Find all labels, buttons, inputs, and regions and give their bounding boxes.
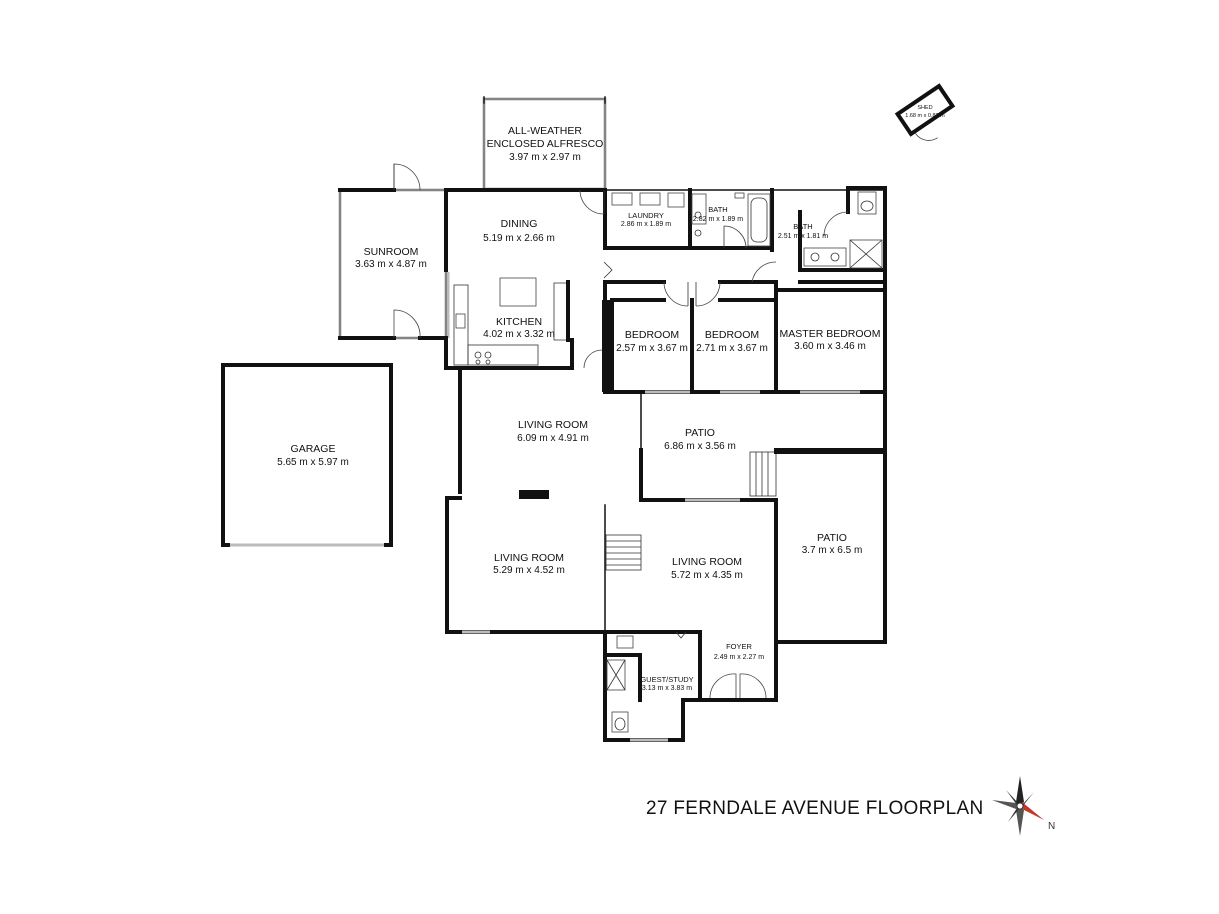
room-label-shed: SHED 1.68 m x 0.82 m xyxy=(905,105,945,119)
plan-title: 27 FERNDALE AVENUE FLOORPLAN xyxy=(646,798,984,819)
patio2-walls xyxy=(774,450,887,644)
room-name: LIVING ROOM xyxy=(672,556,742,568)
room-name: BEDROOM xyxy=(705,329,759,341)
bath2-walls xyxy=(798,191,887,272)
room-name: BATH xyxy=(793,222,812,231)
room-label-bedroom2: BEDROOM 2.71 m x 3.67 m xyxy=(696,329,768,354)
room-label-living2: LIVING ROOM 5.29 m x 4.52 m xyxy=(493,552,565,576)
room-label-living3: LIVING ROOM 5.72 m x 4.35 m xyxy=(671,556,743,581)
room-dims: 2.71 m x 3.67 m xyxy=(696,343,768,354)
room-dims: 2.49 m x 2.27 m xyxy=(714,654,764,661)
room-name: ALL-WEATHER xyxy=(508,125,582,137)
foyer-walls xyxy=(698,630,778,702)
living2-walls xyxy=(445,496,642,741)
room-label-living1: LIVING ROOM 6.09 m x 4.91 m xyxy=(517,419,589,444)
room-dims: 1.68 m x 0.82 m xyxy=(905,113,945,119)
room-name: SUNROOM xyxy=(364,246,419,258)
room-label-foyer: FOYER 2.49 m x 2.27 m xyxy=(714,642,764,661)
room-dims: 5.19 m x 2.66 m xyxy=(483,233,555,244)
garage-walls xyxy=(221,363,393,547)
room-name: PATIO xyxy=(817,532,847,544)
room-label-dining: DINING 5.19 m x 2.66 m xyxy=(483,218,555,244)
room-label-alfresco: ALL-WEATHER ENCLOSED ALFRESCO 3.97 m x 2… xyxy=(487,125,604,163)
room-label-patio2: PATIO 3.7 m x 6.5 m xyxy=(802,532,863,556)
room-name: DINING xyxy=(501,218,538,230)
room-label-laundry: LAUNDRY 2.86 m x 1.89 m xyxy=(621,211,671,228)
room-dims: 3.13 m x 3.83 m xyxy=(642,685,692,692)
room-label-sunroom: SUNROOM 3.63 m x 4.87 m xyxy=(355,246,427,270)
room-dims: 6.86 m x 3.56 m xyxy=(664,441,736,452)
compass-icon xyxy=(992,776,1044,836)
room-name: SHED xyxy=(917,105,932,111)
room-label-garage: GARAGE 5.65 m x 5.97 m xyxy=(277,443,349,468)
room-label-bedroom1: BEDROOM 2.57 m x 3.67 m xyxy=(616,329,688,354)
room-dims: 3.97 m x 2.97 m xyxy=(509,152,581,163)
room-label-kitchen: KITCHEN 4.02 m x 3.32 m xyxy=(483,316,555,340)
room-dims: 3.60 m x 3.46 m xyxy=(794,341,866,352)
room-name: KITCHEN xyxy=(496,316,542,328)
room-dims: 6.09 m x 4.91 m xyxy=(517,433,589,444)
guest-study-walls xyxy=(603,630,702,742)
room-label-bath2: BATH 2.51 m x 1.81 m xyxy=(778,222,828,240)
room-dims: 2.82 m x 1.89 m xyxy=(693,216,743,223)
room-dims: 4.02 m x 3.32 m xyxy=(483,329,555,340)
room-name: LAUNDRY xyxy=(628,211,664,220)
room-dims: 5.65 m x 5.97 m xyxy=(277,457,349,468)
room-name: PATIO xyxy=(685,427,715,439)
room-name: FOYER xyxy=(726,642,752,651)
room-dims: 5.72 m x 4.35 m xyxy=(671,570,743,581)
room-name: GUEST/STUDY xyxy=(640,675,693,684)
room-dims: 3.7 m x 6.5 m xyxy=(802,545,863,556)
room-name: MASTER BEDROOM xyxy=(780,328,881,340)
room-name: GARAGE xyxy=(291,443,336,455)
room-label-guest: GUEST/STUDY 3.13 m x 3.83 m xyxy=(640,675,693,692)
main-house-walls xyxy=(444,186,887,452)
room-dims: 2.86 m x 1.89 m xyxy=(621,221,671,228)
compass-north-label: N xyxy=(1048,821,1055,832)
room-dims: 3.63 m x 4.87 m xyxy=(355,259,427,270)
room-name: LIVING ROOM xyxy=(518,419,588,431)
shed-walls xyxy=(894,83,956,141)
room-label-patio1: PATIO 6.86 m x 3.56 m xyxy=(664,427,736,452)
room-name: BEDROOM xyxy=(625,329,679,341)
living3-walls xyxy=(603,498,778,639)
room-label-bath1: BATH 2.82 m x 1.89 m xyxy=(693,205,743,223)
room-dims: 2.57 m x 3.67 m xyxy=(616,343,688,354)
room-name: LIVING ROOM xyxy=(494,552,564,564)
room-dims: 5.29 m x 4.52 m xyxy=(493,565,565,576)
room-name: BATH xyxy=(708,205,727,214)
room-dims: 2.51 m x 1.81 m xyxy=(778,233,828,240)
laundry-bath-walls xyxy=(603,192,774,250)
room-label-master: MASTER BEDROOM 3.60 m x 3.46 m xyxy=(780,328,881,352)
room-name: ENCLOSED ALFRESCO xyxy=(487,138,604,150)
bedroom-walls xyxy=(583,261,887,394)
